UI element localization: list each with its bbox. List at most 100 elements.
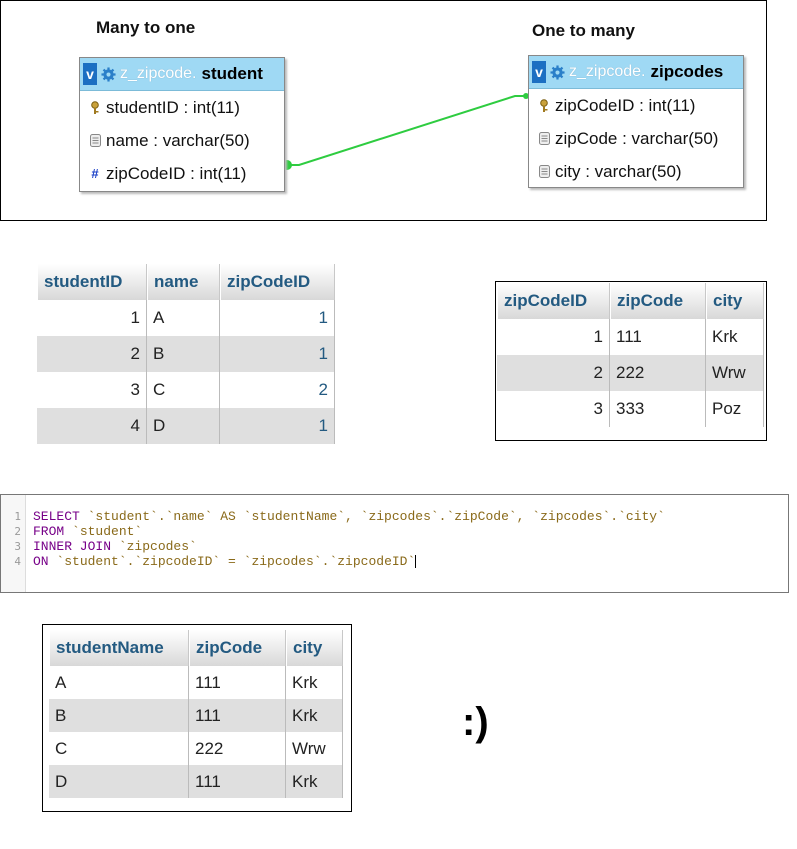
- table-row: 2 222 Wrw: [497, 355, 764, 391]
- sql-keyword: SELECT: [33, 509, 80, 524]
- smiley-text: :): [462, 700, 489, 744]
- table-row: B 111 Krk: [49, 699, 343, 732]
- line-number: 4: [14, 555, 21, 568]
- column-label: name : varchar(50): [106, 130, 250, 150]
- sql-editor[interactable]: 1 2 3 4 SELECT `student`.`name` AS `stud…: [0, 494, 789, 593]
- line-number-gutter: 1 2 3 4: [1, 495, 26, 592]
- column-label: city : varchar(50): [555, 161, 682, 181]
- table-row: 3 C 2: [37, 372, 335, 408]
- cell: C: [49, 732, 189, 765]
- cell: 222: [610, 355, 706, 391]
- cell-link[interactable]: 1: [220, 336, 335, 372]
- cell: D: [49, 765, 189, 798]
- sql-text: `student`.`name` AS `studentName`, `zipc…: [79, 509, 665, 524]
- cell: Krk: [706, 319, 764, 355]
- sql-text: `student`.`zipcodeID` = `zipcodes`.`zipc…: [48, 554, 416, 569]
- designer-panel: Many to one One to many v z_zipcode. stu…: [0, 0, 767, 221]
- table-name: zipcodes: [650, 62, 724, 81]
- many-to-one-label: Many to one: [96, 18, 196, 37]
- cell: 111: [189, 765, 286, 798]
- table-row: 1 A 1: [37, 300, 335, 336]
- header-row: studentID name zipCodeID: [37, 264, 335, 300]
- cell: Krk: [286, 699, 343, 732]
- cell: 222: [189, 732, 286, 765]
- column-header[interactable]: studentID: [37, 264, 147, 300]
- line-number: 1: [14, 510, 21, 523]
- cell: B: [147, 336, 220, 372]
- primary-key-icon: [88, 100, 102, 115]
- cell: 333: [610, 391, 706, 427]
- column-row[interactable]: zipCode : varchar(50): [529, 122, 743, 155]
- column-header[interactable]: zipCode: [189, 630, 286, 666]
- cell: 2: [37, 336, 147, 372]
- column-header[interactable]: studentName: [49, 630, 189, 666]
- one-to-many-label: One to many: [532, 21, 635, 40]
- cell: Krk: [286, 666, 343, 699]
- sql-keyword: INNER JOIN: [33, 539, 112, 554]
- cell-link[interactable]: 2: [220, 372, 335, 408]
- code-line[interactable]: FROM `student`: [33, 524, 142, 539]
- sql-keyword: FROM: [33, 524, 65, 539]
- column-label: zipCodeID : int(11): [106, 163, 247, 183]
- student-table-header[interactable]: v z_zipcode. student: [80, 58, 284, 91]
- cell: Poz: [706, 391, 764, 427]
- table-row: D 111 Krk: [49, 765, 343, 798]
- zipcodes-table-header[interactable]: v z_zipcode. zipcodes: [529, 56, 743, 89]
- table-row: 4 D 1: [37, 408, 335, 444]
- student-grid: studentID name zipCodeID 1 A 1 2 B 1 3 C…: [37, 264, 335, 444]
- column-header[interactable]: zipCode: [610, 283, 706, 319]
- column-icon: [537, 165, 551, 179]
- header-row: zipCodeID zipCode city: [497, 283, 764, 319]
- cell: A: [49, 666, 189, 699]
- column-header[interactable]: zipCodeID: [497, 283, 610, 319]
- table-row: 2 B 1: [37, 336, 335, 372]
- toggle-columns-button[interactable]: v: [532, 61, 546, 83]
- cell: Wrw: [706, 355, 764, 391]
- column-row[interactable]: city : varchar(50): [529, 155, 743, 188]
- column-header[interactable]: city: [706, 283, 764, 319]
- code-line[interactable]: SELECT `student`.`name` AS `studentName`…: [33, 509, 665, 524]
- table-db-name: z_zipcode.: [120, 65, 197, 82]
- cell: 3: [37, 372, 147, 408]
- column-header[interactable]: name: [147, 264, 220, 300]
- table-row: A 111 Krk: [49, 666, 343, 699]
- column-row[interactable]: zipCodeID : int(11): [529, 89, 743, 122]
- zipcodes-table-box[interactable]: v z_zipcode. zipcodes zipCodeID : int(11…: [528, 55, 744, 188]
- column-row[interactable]: # zipCodeID : int(11): [80, 157, 284, 190]
- cell-link[interactable]: 1: [220, 408, 335, 444]
- table-row: C 222 Wrw: [49, 732, 343, 765]
- code-line[interactable]: ON `student`.`zipcodeID` = `zipcodes`.`z…: [33, 554, 417, 569]
- column-label: zipCode : varchar(50): [555, 128, 719, 148]
- column-row[interactable]: name : varchar(50): [80, 124, 284, 157]
- text-cursor: [415, 555, 417, 569]
- table-name: student: [201, 64, 263, 83]
- cell: 111: [189, 666, 286, 699]
- cell: 3: [497, 391, 610, 427]
- cell: D: [147, 408, 220, 444]
- zipcodes-grid: zipCodeID zipCode city 1 111 Krk 2 222 W…: [497, 283, 764, 427]
- table-row: 1 111 Krk: [497, 319, 764, 355]
- cell: A: [147, 300, 220, 336]
- cell: 111: [189, 699, 286, 732]
- toggle-columns-button[interactable]: v: [83, 63, 97, 85]
- cell-link[interactable]: 1: [220, 300, 335, 336]
- hash-icon: #: [91, 166, 99, 181]
- cell: C: [147, 372, 220, 408]
- column-header[interactable]: city: [286, 630, 343, 666]
- column-label: studentID : int(11): [106, 97, 240, 117]
- gear-icon[interactable]: [101, 66, 116, 82]
- cell: B: [49, 699, 189, 732]
- cell: Wrw: [286, 732, 343, 765]
- code-line[interactable]: INNER JOIN `zipcodes`: [33, 539, 197, 554]
- sql-keyword: ON: [33, 554, 49, 569]
- result-grid: studentName zipCode city A 111 Krk B 111…: [49, 630, 343, 798]
- line-number: 3: [14, 540, 21, 553]
- cell: 2: [497, 355, 610, 391]
- cell: 1: [37, 300, 147, 336]
- column-row[interactable]: studentID : int(11): [80, 91, 284, 124]
- sql-text: `student`: [64, 524, 143, 539]
- column-header[interactable]: zipCodeID: [220, 264, 335, 300]
- student-table-box[interactable]: v z_zipcode. student studentID : int(11)…: [79, 57, 285, 192]
- sql-text: `zipcodes`: [111, 539, 197, 554]
- gear-icon[interactable]: [550, 64, 565, 80]
